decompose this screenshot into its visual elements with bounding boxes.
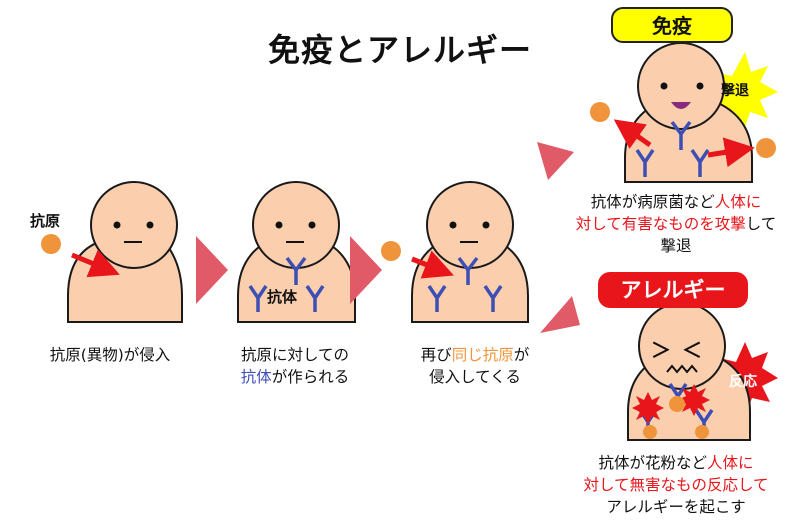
immune-caption-line2-post: して bbox=[745, 215, 777, 233]
person-3-eye-right bbox=[482, 221, 490, 229]
step3-caption-same-antigen: 同じ抗原 bbox=[451, 346, 514, 364]
step1-caption: 抗原(異物)が侵入 bbox=[49, 346, 171, 364]
reaction-spark bbox=[632, 392, 664, 424]
step2-caption-rest: が作られる bbox=[271, 368, 350, 386]
allergy-caption-line2: 対して無害なもの反応して bbox=[583, 476, 769, 494]
step3-caption-pre: 再び bbox=[420, 346, 452, 364]
antibody-icon bbox=[248, 285, 268, 312]
person-3-eye-left bbox=[449, 221, 457, 229]
person-immune bbox=[624, 42, 778, 183]
person-3 bbox=[411, 181, 529, 323]
allergy-caption-line1-pre: 抗体が花粉など bbox=[598, 454, 707, 472]
person-immune-eye-right bbox=[696, 82, 704, 90]
pathogen-dot-right bbox=[756, 138, 776, 158]
step3-caption: 再び同じ抗原が 侵入してくる bbox=[380, 344, 570, 388]
antibody-icon bbox=[690, 149, 710, 177]
step3-caption-post: が bbox=[513, 346, 530, 364]
branch-triangle-down bbox=[540, 296, 580, 333]
person-1-head bbox=[90, 181, 178, 269]
smile-mouth bbox=[671, 102, 691, 109]
reaction-spark bbox=[678, 384, 710, 416]
branch-triangle-up bbox=[537, 142, 574, 180]
allergy-caption-line1-red: 人体に bbox=[707, 454, 754, 472]
antibody-icon bbox=[285, 256, 307, 285]
arrow-repel-right bbox=[707, 137, 755, 168]
allergy-burst-label: 反応 bbox=[729, 374, 757, 390]
person-2-eye-right bbox=[308, 221, 316, 229]
antibody-icon bbox=[427, 285, 447, 312]
pathogen-dot-left bbox=[590, 102, 610, 122]
step3-caption-line2: 侵入してくる bbox=[429, 368, 521, 386]
antibody-icon bbox=[670, 120, 692, 150]
flow-triangle-2 bbox=[350, 236, 382, 304]
step2-caption: 抗原に対しての 抗体が作られる bbox=[200, 344, 390, 388]
pollen-dot bbox=[695, 425, 709, 439]
antigen-dot-2 bbox=[381, 241, 401, 261]
person-1-eye-right bbox=[146, 221, 154, 229]
person-3-head bbox=[426, 181, 514, 269]
immune-pill: 免疫 bbox=[611, 7, 733, 43]
step2-caption-antibody: 抗体 bbox=[240, 368, 272, 386]
person-1-eye-left bbox=[113, 221, 121, 229]
allergy-caption-line1: 抗体が花粉など人体に bbox=[556, 452, 796, 474]
immune-caption-line2-red: 対して有害なものを攻撃 bbox=[575, 215, 746, 233]
immune-caption-line1-pre: 抗体が病原菌など bbox=[590, 193, 715, 211]
allergy-caption: 抗体が花粉など人体に 対して無害なもの反応して アレルギーを起こす bbox=[556, 452, 796, 518]
person-1 bbox=[67, 181, 183, 323]
allergy-caption-line3: アレルギーを起こす bbox=[606, 498, 746, 516]
pollen-dot bbox=[669, 396, 685, 412]
person-2-eye-left bbox=[275, 221, 283, 229]
antibody-icon bbox=[457, 256, 479, 285]
immune-burst-label: 撃退 bbox=[721, 83, 749, 99]
person-immune-eye-left bbox=[660, 82, 668, 90]
immune-caption-line2: 対して有害なものを攻撃して bbox=[556, 213, 796, 235]
step2-caption-line1: 抗原に対しての bbox=[240, 346, 350, 364]
diagram-title: 免疫とアレルギー bbox=[267, 31, 532, 69]
step2-caption-line2: 抗体が作られる bbox=[200, 366, 390, 388]
antigen-label: 抗原 bbox=[30, 212, 61, 230]
person-immune-head bbox=[637, 42, 725, 130]
antigen-dot-1 bbox=[41, 234, 61, 254]
step3-caption-line1: 再び同じ抗原が bbox=[380, 344, 570, 366]
flow-triangle-1 bbox=[196, 236, 228, 304]
pollen-dot bbox=[643, 425, 657, 439]
allergy-pill: アレルギー bbox=[598, 272, 748, 308]
arrow-antigen-2 bbox=[411, 250, 454, 279]
antibody-icon bbox=[483, 285, 503, 312]
immune-caption-line1: 抗体が病原菌など人体に bbox=[556, 191, 796, 213]
immune-caption-line3: 撃退 bbox=[660, 237, 692, 255]
person-2 bbox=[237, 181, 356, 323]
arrow-antigen-1 bbox=[71, 249, 120, 278]
immune-caption-line1-red: 人体に bbox=[714, 193, 762, 211]
allergy-face-eyes: ＞ ＜ bbox=[651, 338, 704, 362]
arrow-repel-left bbox=[613, 119, 652, 149]
person-allergy bbox=[627, 302, 778, 441]
antibody-icon bbox=[635, 149, 655, 177]
antibody-icon bbox=[305, 285, 325, 312]
immune-caption: 抗体が病原菌など人体に 対して有害なものを攻撃して 撃退 bbox=[556, 191, 796, 257]
person-2-head bbox=[252, 181, 340, 269]
distressed-mouth bbox=[666, 364, 698, 374]
antibody-label: 抗体 bbox=[267, 288, 298, 306]
